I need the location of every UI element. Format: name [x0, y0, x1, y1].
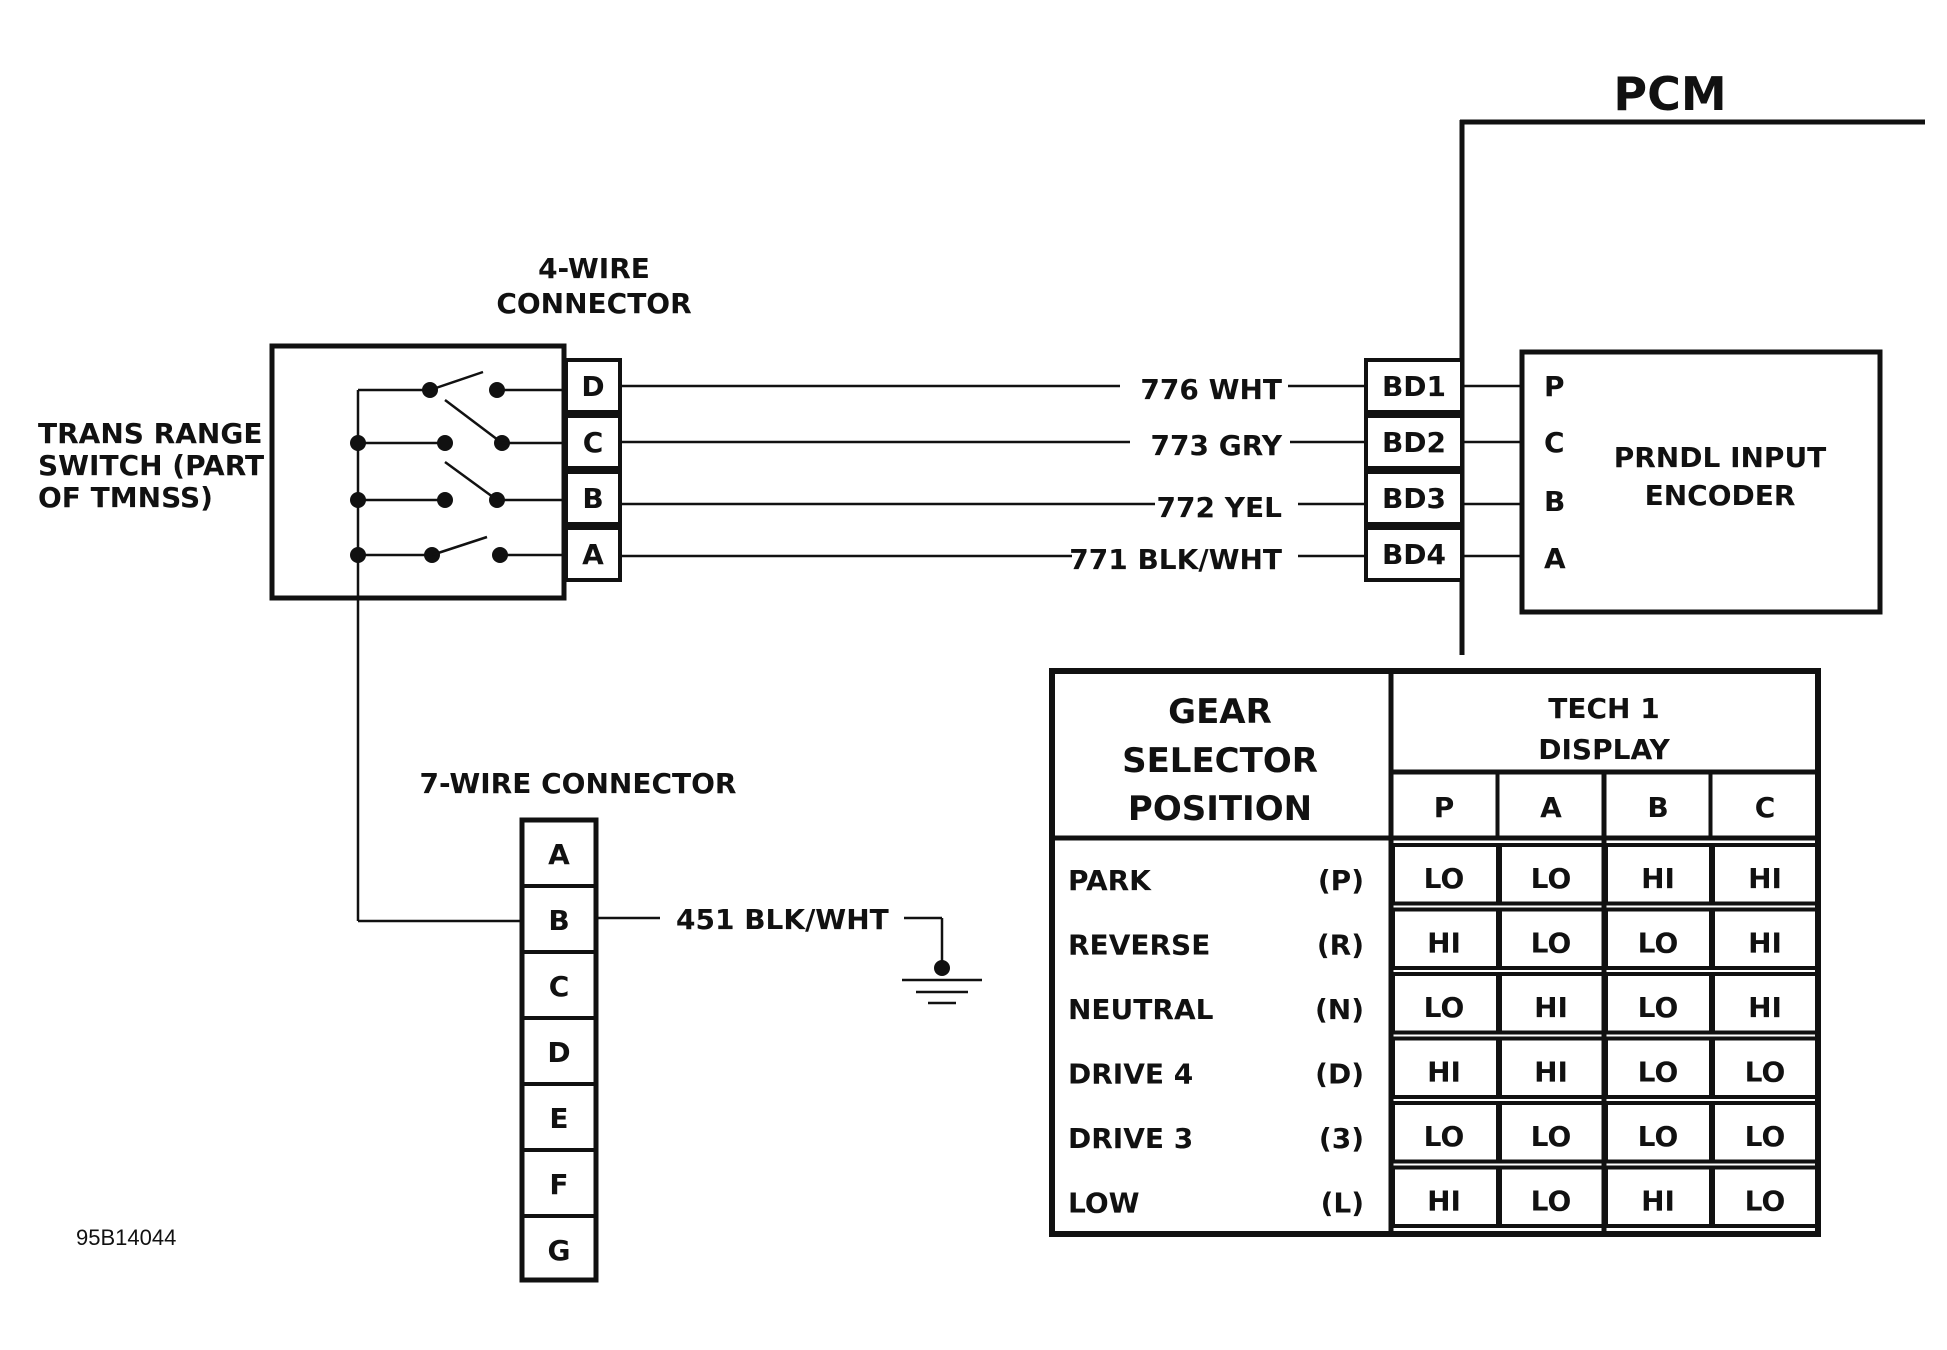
pcm-pin-bd1: BD1 — [1382, 370, 1446, 403]
row-name: NEUTRAL — [1068, 993, 1214, 1026]
value-hi: HI — [1534, 991, 1568, 1024]
figure-id: 95B14044 — [76, 1225, 176, 1250]
seven-wire-pin-a: A — [548, 838, 570, 871]
ground-circuit: 451 BLK/WHT — [596, 903, 982, 1005]
value-cell — [1711, 1101, 1820, 1164]
row-code: (P) — [1318, 864, 1364, 897]
four-wire-pin-d: D — [581, 370, 604, 403]
switch-label-line3: OF TMNSS) — [38, 481, 213, 514]
wire-label-773: 773 GRY — [1151, 429, 1283, 462]
row-code: (R) — [1317, 929, 1364, 962]
encoder-pin-c: C — [1544, 426, 1565, 459]
value-cell — [1711, 1036, 1820, 1099]
value-hi: HI — [1748, 927, 1782, 960]
encoder-pin-b: B — [1544, 485, 1565, 518]
table-display-line2: DISPLAY — [1538, 733, 1670, 766]
value-lo: LO — [1745, 1185, 1786, 1218]
value-cell — [1711, 1165, 1820, 1228]
value-hi: HI — [1641, 1185, 1675, 1218]
value-hi: HI — [1427, 1185, 1461, 1218]
value-lo: LO — [1531, 927, 1572, 960]
column-header-c: C — [1755, 791, 1776, 824]
value-lo: LO — [1531, 1120, 1572, 1153]
value-hi: HI — [1641, 862, 1675, 895]
pcm-pin-bd3: BD3 — [1382, 482, 1446, 515]
seven-wire-pin-d: D — [547, 1036, 570, 1069]
seven-wire-pin-c: C — [549, 970, 570, 1003]
wire-label-776: 776 WHT — [1140, 373, 1282, 406]
switch-label-line1: TRANS RANGE — [38, 417, 262, 450]
four-wire-pin-c: C — [583, 426, 604, 459]
table-header-line2: SELECTOR — [1122, 741, 1318, 781]
row-name: DRIVE 3 — [1068, 1122, 1193, 1155]
value-lo: LO — [1424, 991, 1465, 1024]
signal-wires: 776 WHT 773 GRY 772 YEL 771 BLK/WHT — [620, 373, 1366, 576]
value-cell — [1711, 972, 1820, 1035]
pcm-label: PCM — [1613, 67, 1726, 121]
ground-wire-label: 451 BLK/WHT — [676, 903, 889, 936]
value-hi: HI — [1427, 927, 1461, 960]
value-lo: LO — [1638, 1056, 1679, 1089]
value-cell — [1711, 843, 1820, 906]
four-wire-title-line1: 4-WIRE — [538, 252, 650, 285]
pcm-pin-bd2: BD2 — [1382, 426, 1446, 459]
encoder-label-line1: PRNDL INPUT — [1614, 441, 1827, 474]
switch-label-line2: SWITCH (PART — [38, 449, 264, 482]
seven-wire-pin-e: E — [549, 1102, 568, 1135]
pcm-connector: BD1 BD2 BD3 BD4 — [1364, 358, 1522, 582]
prndl-encoder: P C B A PRNDL INPUT ENCODER — [1519, 349, 1883, 615]
column-header-a: A — [1540, 791, 1562, 824]
table-header-line1: GEAR — [1168, 692, 1272, 732]
row-code: (L) — [1321, 1187, 1364, 1220]
four-wire-pin-a: A — [582, 538, 604, 571]
seven-wire-pin-g: G — [548, 1234, 571, 1267]
value-lo: LO — [1638, 927, 1679, 960]
row-name: PARK — [1068, 864, 1152, 897]
row-code: (3) — [1319, 1122, 1364, 1155]
value-lo: LO — [1745, 1120, 1786, 1153]
value-lo: LO — [1531, 1185, 1572, 1218]
value-lo: LO — [1424, 862, 1465, 895]
value-hi: HI — [1427, 1056, 1461, 1089]
wire-label-771: 771 BLK/WHT — [1069, 543, 1282, 576]
row-name: REVERSE — [1068, 929, 1210, 962]
value-lo: LO — [1638, 1120, 1679, 1153]
column-header-b: B — [1647, 791, 1668, 824]
value-hi: HI — [1534, 1056, 1568, 1089]
wire-label-772: 772 YEL — [1157, 491, 1283, 524]
encoder-pin-a: A — [1544, 542, 1566, 575]
row-name: DRIVE 4 — [1068, 1058, 1193, 1091]
value-lo: LO — [1424, 1120, 1465, 1153]
value-lo: LO — [1745, 1056, 1786, 1089]
four-wire-connector: D C B A — [564, 358, 622, 582]
value-lo: LO — [1531, 862, 1572, 895]
four-wire-title-line2: CONNECTOR — [496, 287, 691, 320]
pcm-pin-bd4: BD4 — [1382, 538, 1446, 571]
seven-wire-connector: A B C D E F G — [519, 817, 599, 1283]
seven-wire-pin-b: B — [548, 904, 569, 937]
column-header-p: P — [1434, 791, 1455, 824]
row-code: (N) — [1315, 993, 1364, 1026]
row-code: (D) — [1315, 1058, 1364, 1091]
value-hi: HI — [1748, 862, 1782, 895]
value-lo: LO — [1638, 991, 1679, 1024]
encoder-pin-p: P — [1544, 370, 1565, 403]
encoder-label-line2: ENCODER — [1645, 479, 1796, 512]
table-display-line1: TECH 1 — [1548, 692, 1659, 725]
value-cell — [1711, 907, 1820, 970]
seven-wire-pin-f: F — [549, 1168, 568, 1201]
trans-range-switch — [269, 343, 567, 923]
seven-wire-title: 7-WIRE CONNECTOR — [420, 767, 737, 800]
value-hi: HI — [1748, 991, 1782, 1024]
four-wire-pin-b: B — [582, 482, 603, 515]
row-name: LOW — [1068, 1187, 1140, 1220]
table-header-line3: POSITION — [1128, 789, 1312, 829]
